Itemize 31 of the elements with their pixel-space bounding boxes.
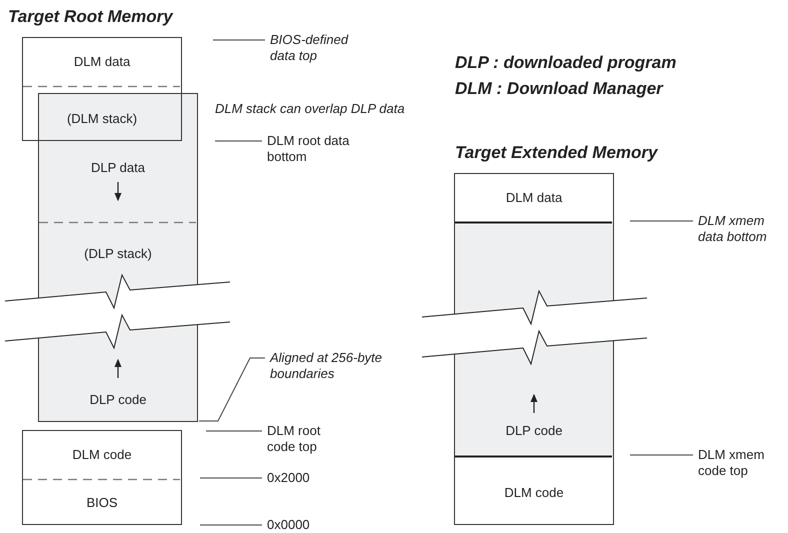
memory-label: (DLM stack) — [66, 111, 138, 127]
heading-text: DLP : downloaded program — [455, 52, 676, 74]
heading-text: DLM : Download Manager — [455, 78, 663, 100]
address-note: DLM xmem data bottom — [698, 213, 768, 245]
leader-line — [206, 430, 262, 432]
leader-line — [200, 524, 262, 526]
heading-text: Target Extended Memory — [455, 142, 658, 164]
memory-label: (DLP stack) — [83, 246, 153, 262]
memory-label: DLM code — [503, 485, 565, 501]
address-note: DLM root data bottom — [267, 133, 350, 165]
memory-label: DLP code — [88, 392, 148, 408]
address-note: BIOS-defined data top — [270, 32, 350, 64]
memory-label: DLM data — [504, 190, 564, 206]
address-note: Aligned at 256-byte boundaries — [270, 350, 384, 382]
address-note: DLM root code top — [267, 423, 322, 455]
heading-text: Target Root Memory — [8, 6, 173, 28]
memory-label: DLP data — [90, 160, 146, 176]
memory-block — [22, 430, 182, 525]
memory-label: DLM code — [71, 447, 133, 463]
memory-block — [22, 37, 182, 141]
memory-label: BIOS — [85, 495, 119, 511]
address-note: 0x0000 — [267, 517, 311, 533]
note-text: DLM stack can overlap DLP data — [215, 101, 405, 117]
leader-line — [630, 220, 694, 222]
leader-line — [214, 140, 262, 142]
leader-line — [198, 358, 266, 422]
memory-label: DLP code — [504, 423, 564, 439]
address-note: DLM xmem code top — [698, 447, 766, 479]
memory-label: DLM data — [72, 54, 132, 70]
address-note: 0x2000 — [267, 470, 311, 486]
leader-line — [630, 454, 694, 456]
